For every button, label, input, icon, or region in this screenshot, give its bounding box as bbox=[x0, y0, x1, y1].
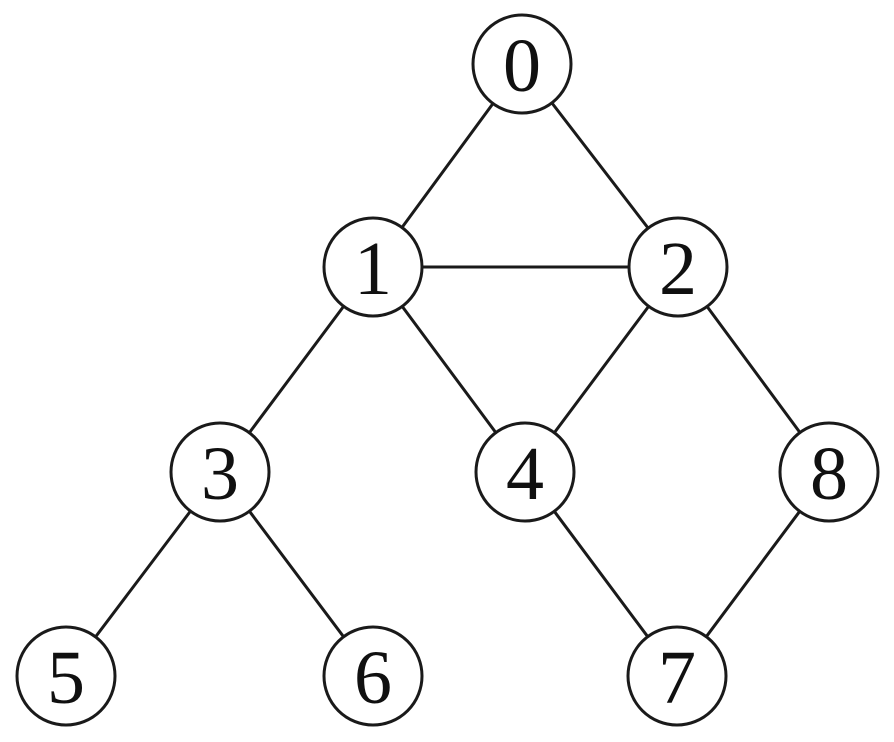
graph-node-circle-3[interactable] bbox=[169, 421, 271, 523]
graph-node-circle-5[interactable] bbox=[15, 625, 117, 727]
graph-node-circle-7[interactable] bbox=[626, 625, 728, 727]
graph-node-5[interactable]: 5 bbox=[15, 625, 117, 727]
graph-edge-0-2 bbox=[550, 101, 650, 230]
graph-node-3[interactable]: 3 bbox=[169, 421, 271, 523]
graph-node-4[interactable]: 4 bbox=[474, 421, 576, 523]
graph-node-0[interactable]: 0 bbox=[471, 13, 573, 115]
graph-node-label-8: 8 bbox=[810, 432, 848, 516]
graph-edge-0-1 bbox=[400, 102, 495, 229]
graph-node-1[interactable]: 1 bbox=[322, 216, 424, 318]
graph-node-label-7: 7 bbox=[658, 636, 696, 720]
graph-edge-4-7 bbox=[552, 509, 650, 639]
graph-node-7[interactable]: 7 bbox=[626, 625, 728, 727]
graph-edge-8-7 bbox=[704, 509, 802, 639]
graph-edge-3-6 bbox=[247, 509, 346, 639]
node-layer: 0 1 2 3 4 8 5 6 7 bbox=[15, 13, 880, 727]
graph-node-label-4: 4 bbox=[506, 432, 544, 516]
edge-layer bbox=[94, 101, 802, 639]
graph-edge-2-8 bbox=[705, 304, 802, 435]
graph-node-label-1: 1 bbox=[354, 227, 392, 311]
graph-node-circle-2[interactable] bbox=[627, 216, 729, 318]
graph-node-label-3: 3 bbox=[201, 432, 239, 516]
graph-node-label-0: 0 bbox=[503, 24, 541, 108]
graph-node-6[interactable]: 6 bbox=[322, 625, 424, 727]
graph-edge-1-3 bbox=[247, 304, 346, 435]
graph-node-8[interactable]: 8 bbox=[778, 421, 880, 523]
graph-node-circle-4[interactable] bbox=[474, 421, 576, 523]
graph-node-circle-8[interactable] bbox=[778, 421, 880, 523]
graph-node-circle-1[interactable] bbox=[322, 216, 424, 318]
graph-node-circle-0[interactable] bbox=[471, 13, 573, 115]
graph-edge-2-4 bbox=[552, 304, 651, 435]
graph-node-label-2: 2 bbox=[659, 227, 697, 311]
graph-node-2[interactable]: 2 bbox=[627, 216, 729, 318]
graph-node-label-5: 5 bbox=[47, 636, 85, 720]
graph-node-circle-6[interactable] bbox=[322, 625, 424, 727]
graph-node-label-6: 6 bbox=[354, 636, 392, 720]
graph-edge-3-5 bbox=[94, 509, 192, 639]
graph-edge-1-4 bbox=[400, 304, 498, 435]
